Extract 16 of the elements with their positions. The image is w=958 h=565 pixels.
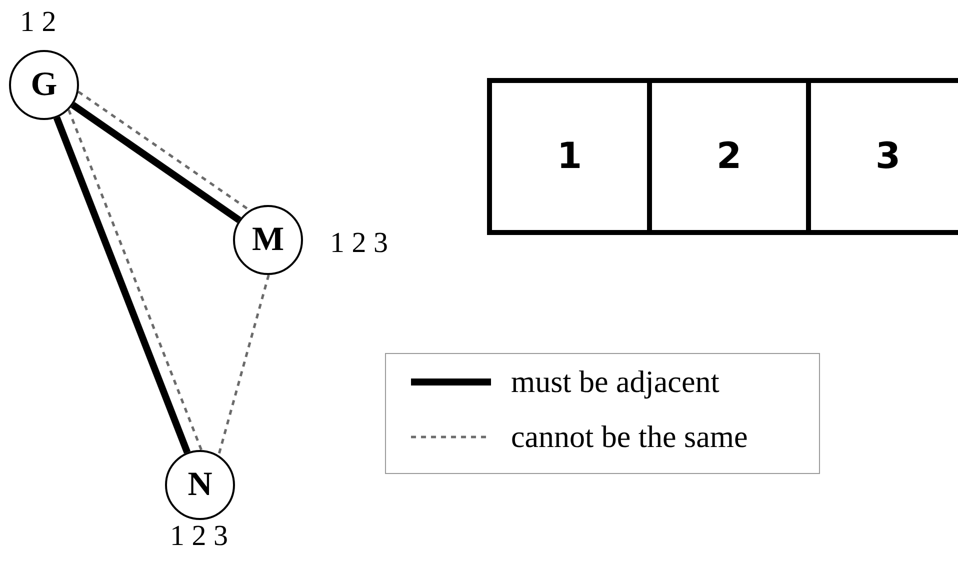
node-label: M (252, 223, 284, 257)
legend-label: cannot be the same (511, 421, 748, 452)
legend-label: must be adjacent (511, 366, 720, 397)
domain-values: 1 2 3 (330, 229, 388, 258)
constraint-line (78, 90, 250, 212)
node-label: 2 (716, 136, 742, 177)
constraint-line (68, 109, 203, 450)
domain-values: 1 2 3 (170, 522, 228, 551)
adjacency-line (70, 102, 242, 223)
constraint-line (217, 274, 270, 456)
adjacency-line (53, 116, 191, 454)
node-label: 3 (875, 136, 901, 177)
domain-values: 1 2 (20, 8, 56, 37)
node-label: N (188, 468, 212, 502)
node-label: 1 (556, 136, 582, 177)
node-label: G (30, 68, 58, 102)
